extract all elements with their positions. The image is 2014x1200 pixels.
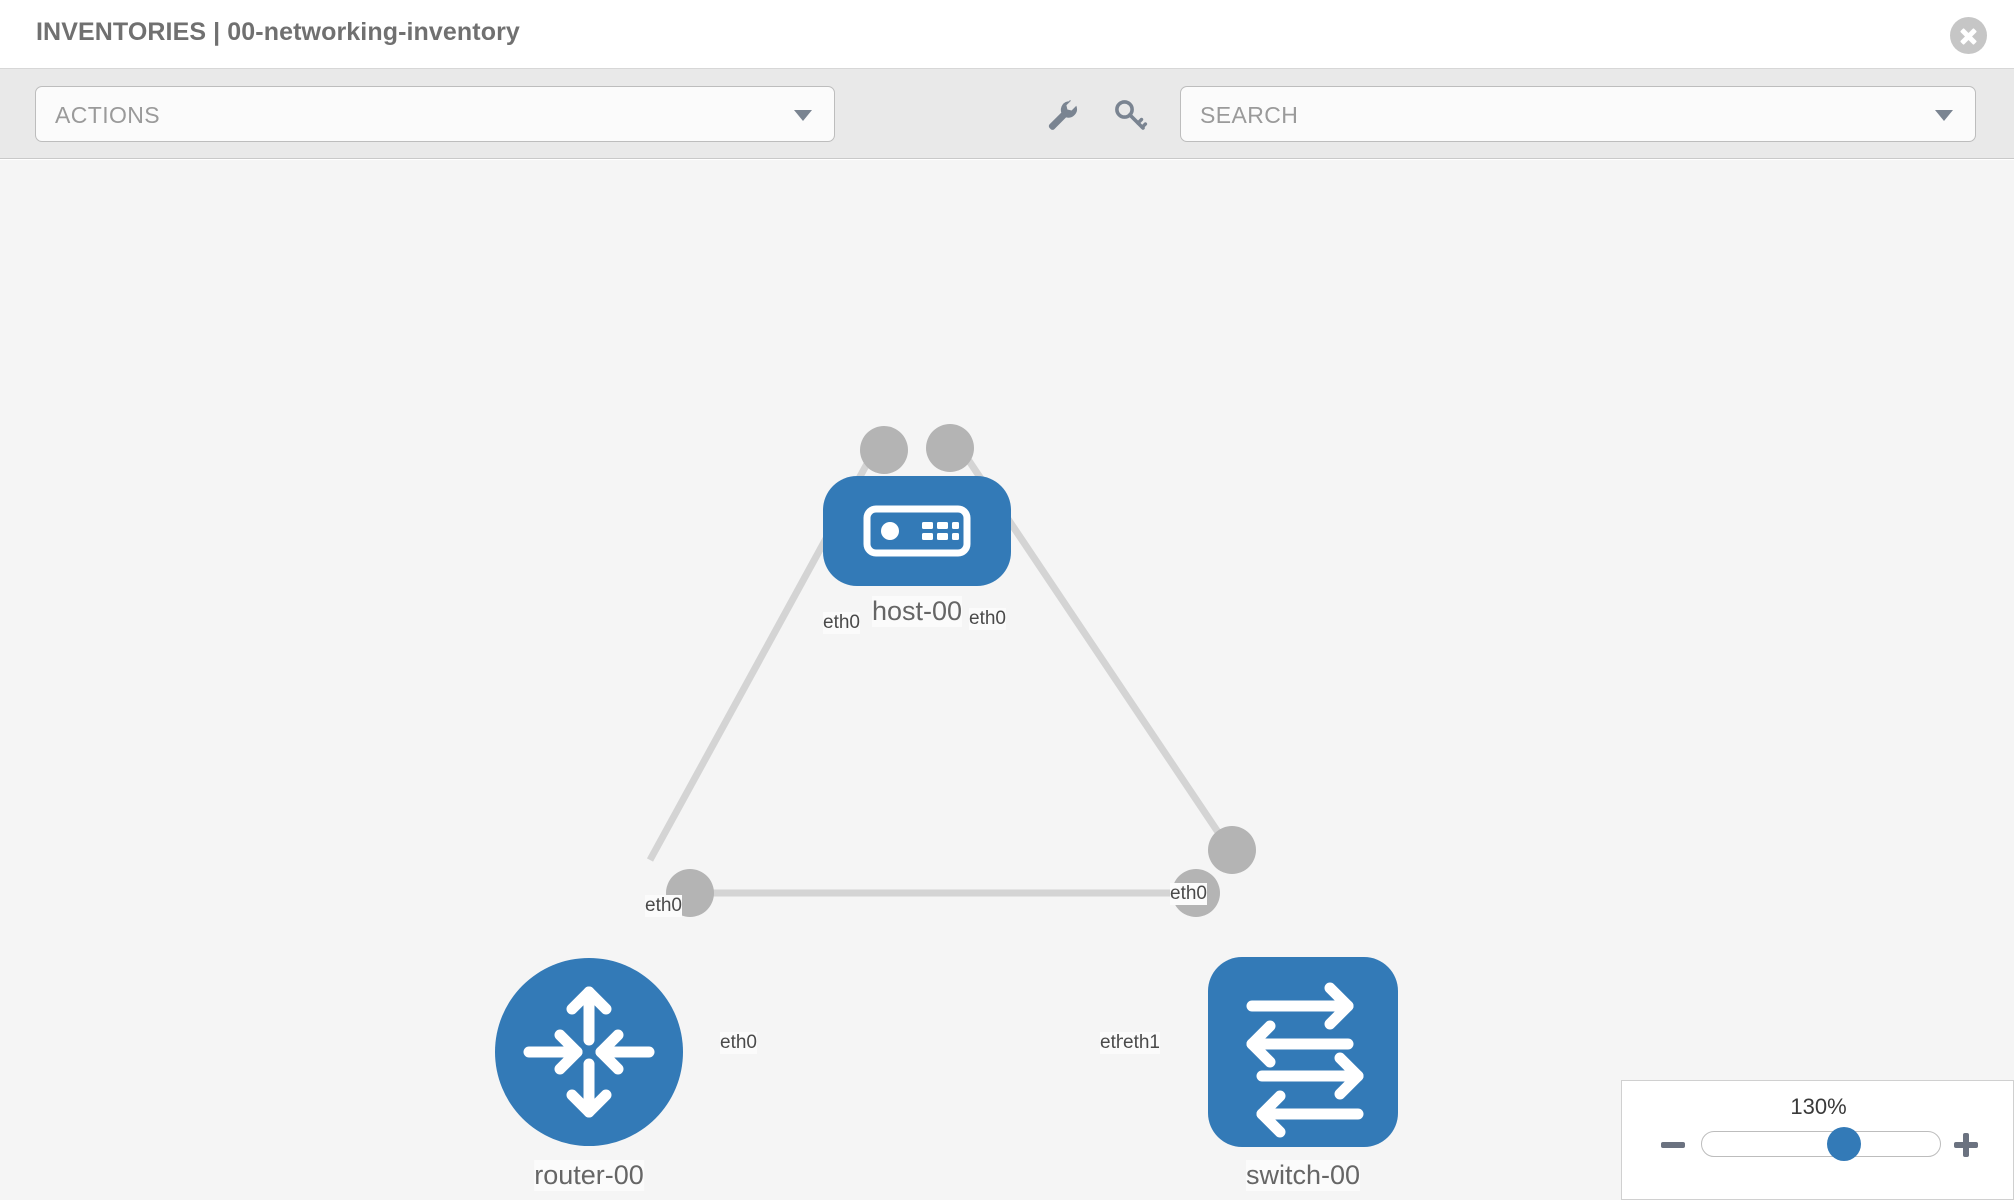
zoom-slider[interactable] bbox=[1701, 1127, 1941, 1161]
iface-dot-host-right bbox=[926, 424, 974, 472]
zoom-control-panel: 130% bbox=[1621, 1080, 2014, 1200]
node-router-00 bbox=[495, 958, 683, 1146]
chevron-down-icon bbox=[1935, 110, 1953, 121]
topology-graph bbox=[495, 424, 1398, 1147]
toolbar: ACTIONS SEARCH bbox=[0, 69, 2014, 159]
node-label-switch-00: switch-00 bbox=[1245, 1160, 1361, 1192]
key-icon[interactable] bbox=[1112, 97, 1148, 133]
iface-dot-switch-top bbox=[1208, 826, 1256, 874]
minus-icon-bar bbox=[1661, 1142, 1685, 1148]
chevron-down-icon bbox=[794, 110, 812, 121]
plus-icon-bar-v bbox=[1963, 1133, 1969, 1157]
node-label-host-00: host-00 bbox=[871, 596, 963, 628]
iface-label-host-right: eth0 bbox=[969, 608, 1006, 630]
wrench-icon[interactable] bbox=[1044, 97, 1080, 133]
page-header: INVENTORIES | 00-networking-inventory bbox=[0, 0, 2014, 69]
iface-label-switch-up: eth0 bbox=[1170, 883, 1207, 905]
node-label-router-00: router-00 bbox=[534, 1160, 644, 1192]
plus-icon[interactable] bbox=[1952, 1131, 1980, 1159]
topology-canvas[interactable]: host-00 router-00 switch-00 eth0 eth0 et… bbox=[0, 160, 2014, 1200]
node-host-00 bbox=[823, 476, 1011, 586]
search-input-placeholder: SEARCH bbox=[1200, 102, 1299, 128]
iface-dot-host-left bbox=[860, 426, 908, 474]
iface-label-switch-left: eth1 bbox=[1123, 1032, 1160, 1054]
actions-dropdown[interactable]: ACTIONS bbox=[35, 86, 835, 142]
iface-label-router-up: eth0 bbox=[645, 895, 682, 917]
iface-label-router-right: eth0 bbox=[720, 1032, 757, 1054]
node-switch-00 bbox=[1208, 957, 1398, 1147]
zoom-slider-thumb[interactable] bbox=[1827, 1127, 1861, 1161]
close-icon[interactable] bbox=[1950, 17, 1987, 54]
iface-label-host-left: eth0 bbox=[823, 612, 860, 634]
zoom-level-value: 130% bbox=[1790, 1094, 1847, 1119]
minus-icon[interactable] bbox=[1659, 1131, 1687, 1159]
page-title: INVENTORIES | 00-networking-inventory bbox=[36, 18, 520, 46]
actions-dropdown-label: ACTIONS bbox=[55, 102, 161, 128]
search-input[interactable]: SEARCH bbox=[1180, 86, 1976, 142]
